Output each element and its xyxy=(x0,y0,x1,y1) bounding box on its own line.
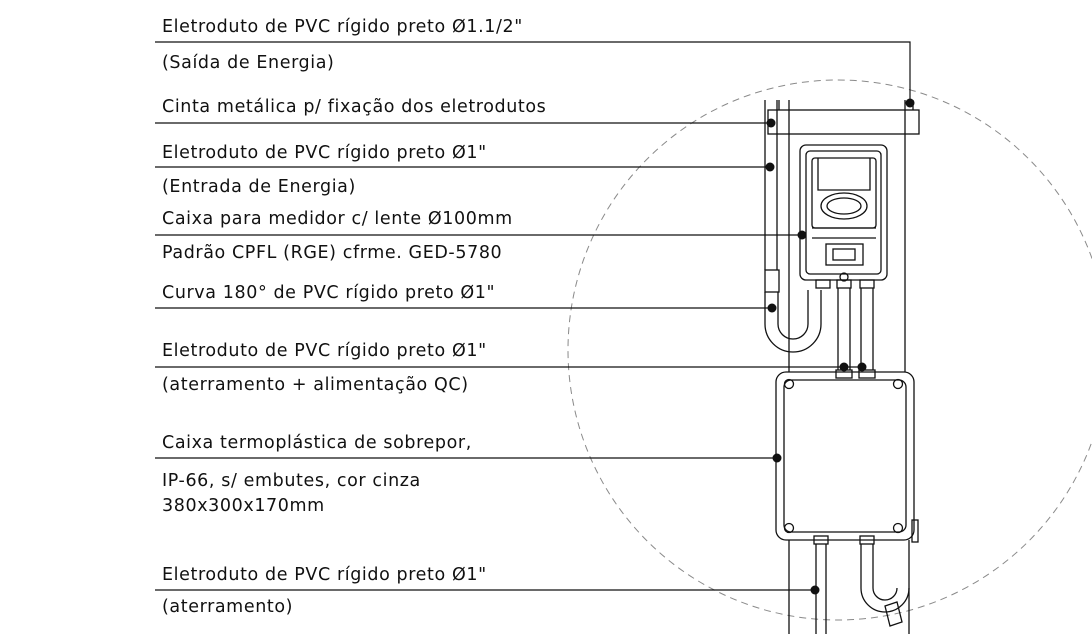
leader-pvc-saida xyxy=(155,41,911,103)
dot-caixa-termo xyxy=(772,453,782,463)
box-screw-bl-icon xyxy=(783,522,795,534)
label-pvc-saida-line2: (Saída de Energia) xyxy=(162,53,334,73)
curve-180-outer xyxy=(764,290,822,353)
callout-labels: Eletroduto de PVC rígido preto Ø1.1/2" (… xyxy=(162,17,546,617)
dot-cinta xyxy=(766,118,776,128)
label-pvc-aterramento-line2: (aterramento) xyxy=(162,597,293,617)
dot-pvc-qc-a xyxy=(839,362,849,372)
label-caixa-medidor-line1: Caixa para medidor c/ lente Ø100mm xyxy=(162,209,513,229)
meter-seal-icon xyxy=(839,272,849,282)
conduit-coupling xyxy=(764,269,780,293)
lower-curve-inner xyxy=(872,544,898,601)
leader-lines xyxy=(155,41,911,591)
curve-180-inner xyxy=(777,290,809,340)
dot-pvc-entrada xyxy=(765,162,775,172)
label-pvc-saida-line1: Eletroduto de PVC rígido preto Ø1.1/2" xyxy=(162,17,523,37)
leader-dots xyxy=(765,98,915,595)
meter-box-inner xyxy=(805,150,882,275)
metal-strap xyxy=(767,109,920,135)
lower-elbow xyxy=(884,601,903,627)
label-caixa-termo-line3: 380x300x170mm xyxy=(162,496,325,516)
box-screw-tr-icon xyxy=(892,378,904,390)
label-pvc-qc-line2: (aterramento + alimentação QC) xyxy=(162,375,469,395)
label-pvc-entrada-line2: (Entrada de Energia) xyxy=(162,177,356,197)
box-screw-tl-icon xyxy=(783,378,795,390)
dot-pvc-qc-b xyxy=(857,362,867,372)
thermoplastic-box-outer xyxy=(775,371,915,541)
label-curva-line1: Curva 180° de PVC rígido preto Ø1" xyxy=(162,283,495,303)
label-caixa-termo-line2: IP-66, s/ embutes, cor cinza xyxy=(162,471,421,491)
lower-curve-outer xyxy=(860,544,910,613)
dot-pvc-saida xyxy=(905,98,915,108)
label-pvc-aterramento-line1: Eletroduto de PVC rígido preto Ø1" xyxy=(162,565,487,585)
dot-caixa-medidor xyxy=(797,230,807,240)
dot-pvc-aterramento xyxy=(810,585,820,595)
detail-circle xyxy=(567,79,1092,621)
label-caixa-termo-line1: Caixa termoplástica de sobrepor, xyxy=(162,433,472,453)
label-pvc-entrada-line1: Eletroduto de PVC rígido preto Ø1" xyxy=(162,143,487,163)
dot-curva xyxy=(767,303,777,313)
box-screw-br-icon xyxy=(892,522,904,534)
thermoplastic-box-inner xyxy=(783,379,907,533)
meter-breaker-slot xyxy=(825,243,864,266)
label-cinta-line1: Cinta metálica p/ fixação dos eletroduto… xyxy=(162,97,546,117)
label-pvc-qc-line1: Eletroduto de PVC rígido preto Ø1" xyxy=(162,341,487,361)
meter-lens-icon xyxy=(820,192,868,220)
label-caixa-medidor-line2: Padrão CPFL (RGE) cfrme. GED-5780 xyxy=(162,243,502,263)
